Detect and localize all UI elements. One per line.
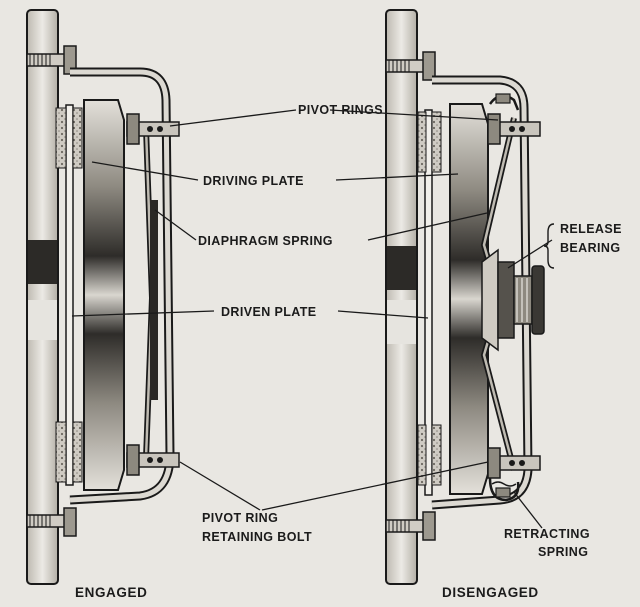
label-driving-plate: DRIVING PLATE [203,174,304,188]
pivot-ring-upper-disengaged [487,93,541,145]
label-release-bearing-2: BEARING [560,241,620,255]
disengaged-assembly [385,9,545,585]
leader-lines [71,109,555,529]
label-driven-plate: DRIVEN PLATE [221,305,317,319]
cover-bolt-bottom-disengaged [385,511,436,541]
flywheel-engaged [26,9,59,585]
label-retracting-spring-1: RETRACTING [504,527,590,541]
labels: PIVOT RINGS DRIVING PLATE DIAPHRAGM SPRI… [75,103,622,600]
retracting-spring [488,477,520,502]
pivot-ring-lower-engaged [126,444,180,476]
cover-bolt-top-engaged [26,45,77,75]
caption-disengaged: DISENGAGED [442,585,539,600]
pivot-ring-upper-engaged [126,113,180,145]
cover-bolt-top-disengaged [385,51,436,81]
label-retracting-spring-2: SPRING [538,545,588,559]
driven-plate-disengaged [424,109,433,496]
pivot-ring-lower-disengaged [487,447,541,479]
label-pivot-ring-bolt-1: PIVOT RING [202,511,278,525]
cover-bolt-bottom-engaged [26,507,77,537]
flywheel-disengaged [385,9,418,585]
caption-engaged: ENGAGED [75,585,147,600]
release-bearing [481,248,545,352]
driven-plate-engaged [65,104,74,486]
driving-plate-engaged [83,99,125,491]
label-release-bearing-1: RELEASE [560,222,622,236]
label-pivot-ring-bolt-2: RETAINING BOLT [202,530,312,544]
label-pivot-rings: PIVOT RINGS [298,103,383,117]
label-diaphragm-spring: DIAPHRAGM SPRING [198,234,333,248]
engaged-assembly [26,9,180,585]
